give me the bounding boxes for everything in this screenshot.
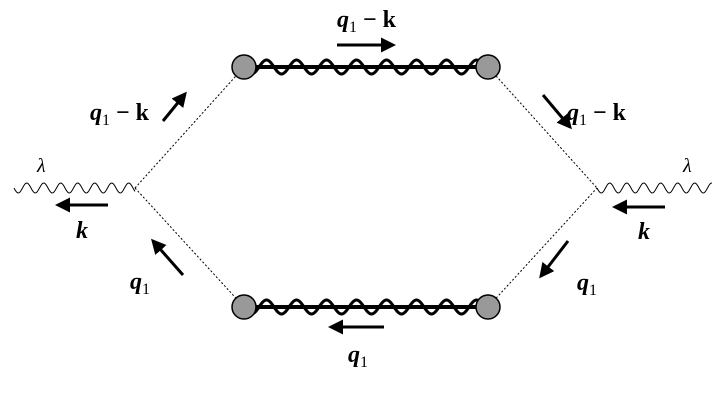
label-right-photon-momentum: k	[638, 219, 650, 245]
vertex-top-left	[231, 54, 257, 80]
label-left-lower-momentum: q1	[130, 269, 150, 298]
dotted-line-upper-left	[134, 66, 245, 189]
label-top-momentum: q1 − k	[337, 7, 397, 36]
label-left-lambda: λ	[36, 155, 46, 177]
dotted-line-lower-left	[134, 187, 245, 308]
label-right-upper-momentum: q1 − k	[567, 100, 627, 129]
label-left-upper-momentum: q1 − k	[90, 100, 150, 129]
label-bottom-momentum: q1	[348, 342, 368, 371]
label-right-lower-momentum: q1	[577, 270, 597, 299]
label-left-photon-momentum: k	[76, 218, 88, 244]
vertex-bottom-left	[231, 294, 257, 320]
vertex-bottom-right	[475, 294, 501, 320]
vertex-top-right	[475, 54, 501, 80]
wavy-overlay-bottom	[242, 298, 490, 316]
label-right-lambda: λ	[682, 155, 692, 177]
arrow-lower-right	[539, 240, 570, 279]
arrow-upper-left	[161, 91, 187, 122]
photon-line-left	[13, 182, 136, 194]
dotted-line-upper-right	[487, 66, 598, 189]
dotted-line-lower-right	[487, 187, 598, 308]
arrow-upper-right	[541, 94, 572, 130]
photon-line-right	[596, 182, 713, 194]
arrow-lower-left	[151, 238, 185, 276]
wavy-overlay-top	[242, 58, 490, 76]
